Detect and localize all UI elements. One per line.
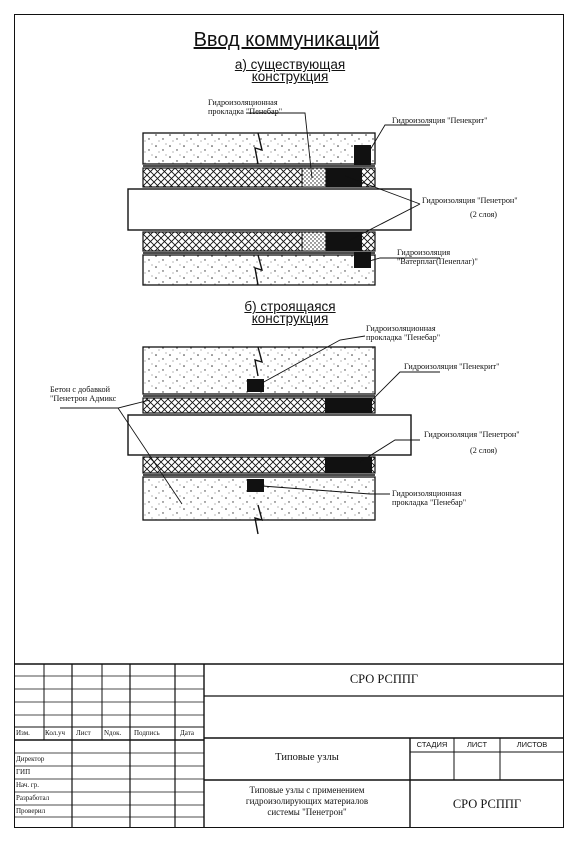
sheet-label: ЛИСТ bbox=[466, 740, 488, 749]
section-b-heading: б) строящаяся bbox=[244, 299, 336, 314]
header-kol-uch: Кол.уч bbox=[45, 729, 65, 737]
waterplug-top-a bbox=[354, 145, 371, 165]
penebar-gasket-bottom-b bbox=[247, 479, 264, 492]
header-data: Дата bbox=[180, 729, 194, 737]
drawing-frame bbox=[14, 14, 564, 828]
waterplug-bottom-a bbox=[354, 252, 371, 268]
section-a-heading: а) существующая bbox=[234, 57, 346, 72]
role-group-head: Нач. гр. bbox=[16, 781, 40, 789]
header-ndok: Nдок. bbox=[104, 729, 122, 737]
section-b-drawing bbox=[60, 335, 440, 535]
callout-waterplug-a: Гидроизоляция "Ватерплаг(Пенеплаг)" bbox=[397, 248, 478, 266]
callout-penetron-layers-b: (2 слоя) bbox=[470, 446, 498, 455]
header-podpis: Подпись bbox=[134, 729, 160, 737]
callout-penekrit-b: Гидроизоляция "Пенекрит" bbox=[404, 362, 500, 371]
section-a-subheading: конструкция bbox=[251, 69, 329, 84]
sheets-label: ЛИСТОВ bbox=[516, 740, 548, 749]
crosshatch-bottom-b bbox=[142, 456, 376, 474]
stage-label: СТАДИЯ bbox=[416, 740, 448, 749]
pipe-a bbox=[127, 188, 412, 231]
penebar-gasket-top-b bbox=[247, 379, 264, 392]
callout-penetron-b: Гидроизоляция "Пенетрон" bbox=[424, 430, 520, 439]
title-block-grid bbox=[14, 663, 564, 828]
callout-penetron-a: Гидроизоляция "Пенетрон" bbox=[422, 196, 518, 205]
callout-concrete-admix-b: Бетон с добавкой "Пенетрон Адмикс bbox=[50, 385, 117, 403]
sheet-description: Типовые узлы с применением гидроизолирую… bbox=[245, 785, 369, 817]
header-list: Лист bbox=[76, 729, 91, 737]
callout-penekrit-a: Гидроизоляция "Пенекрит" bbox=[392, 116, 488, 125]
crosshatch-top-b bbox=[142, 397, 376, 414]
section-a-drawing bbox=[127, 112, 440, 286]
penekrit-seal-bottom-b bbox=[325, 457, 372, 473]
role-developer: Разработал bbox=[16, 794, 50, 802]
org-name-bottom: СРО РСППГ bbox=[452, 797, 522, 811]
role-gip: ГИП bbox=[16, 768, 31, 776]
callout-penetron-layers-a: (2 слоя) bbox=[470, 210, 498, 219]
callout-penebar-gasket-a: Гидроизоляционная прокладка "Пенебар" bbox=[208, 98, 283, 116]
header-izm: Изм. bbox=[16, 729, 30, 737]
pipe-b bbox=[127, 414, 412, 456]
sheet-title: Типовые узлы bbox=[275, 752, 339, 763]
role-director: Директор bbox=[16, 755, 45, 763]
callout-penebar-gasket-top-b: Гидроизоляционная прокладка "Пенебар" bbox=[366, 324, 441, 342]
penekrit-seal-top-b bbox=[325, 398, 372, 413]
callout-penebar-gasket-bottom-b: Гидроизоляционная прокладка "Пенебар" bbox=[392, 489, 467, 507]
page-title: Ввод коммуникаций bbox=[193, 29, 380, 51]
role-checker: Проверил bbox=[16, 807, 46, 815]
penekrit-seal-bottom-a bbox=[326, 232, 362, 251]
penekrit-seal-top-a bbox=[326, 168, 362, 187]
org-name-top: СРО РСППГ bbox=[349, 672, 419, 686]
section-b-subheading: конструкция bbox=[251, 311, 329, 326]
